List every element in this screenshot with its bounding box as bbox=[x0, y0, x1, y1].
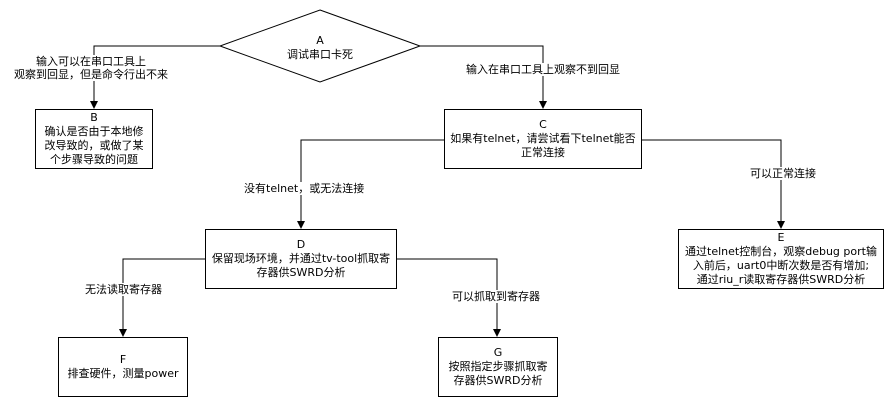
edge-d-to-g bbox=[397, 258, 501, 337]
node-e-line-1: 通过telnet控制台，观察debug port输 bbox=[685, 245, 877, 258]
node-a-text: 调试串口卡死 bbox=[287, 48, 353, 61]
node-e: E 通过telnet控制台，观察debug port输 入前后，uart0中断次… bbox=[678, 229, 884, 289]
node-e-line-2: 入前后，uart0中断次数是否有增加; bbox=[692, 259, 870, 272]
edge-label-d-f: 无法读取寄存器 bbox=[85, 283, 162, 296]
edge-label-a-c: 输入在串口工具上观察不到回显 bbox=[466, 63, 620, 76]
edge-d-to-f bbox=[119, 258, 205, 337]
node-f-text: 排查硬件，测量power bbox=[67, 367, 179, 380]
node-c-line-2: 正常连接 bbox=[521, 146, 565, 159]
node-f: F 排查硬件，测量power bbox=[58, 337, 188, 397]
edge-c-to-d bbox=[297, 139, 444, 229]
node-c: C 如果有telnet，请尝试看下telnet能否 正常连接 bbox=[444, 109, 642, 169]
node-c-id: C bbox=[539, 118, 547, 131]
node-b-line-3: 个步骤导致的问题 bbox=[50, 153, 138, 166]
node-b-id: B bbox=[90, 111, 98, 124]
edge-a-to-b bbox=[90, 45, 220, 109]
node-d: D 保留现场环境，并通过tv-tool抓取寄 存器供SWRD分析 bbox=[205, 229, 397, 289]
edge-label-a-b: 输入可以在串口工具上 观察到回显，但是命令行出不来 bbox=[14, 55, 168, 81]
edge-label-d-g: 可以抓取到寄存器 bbox=[452, 290, 540, 303]
node-b-line-2: 改导致的，或做了某 bbox=[44, 139, 144, 152]
decision-diamond-a bbox=[218, 9, 422, 83]
node-e-id: E bbox=[777, 231, 785, 244]
node-b: B 确认是否由于本地修 改导致的，或做了某 个步骤导致的问题 bbox=[35, 109, 153, 169]
node-g: G 按照指定步骤抓取寄 存器供SWRD分析 bbox=[438, 337, 558, 397]
node-f-id: F bbox=[119, 353, 127, 366]
node-a-id: A bbox=[316, 34, 324, 47]
edge-a-to-c bbox=[420, 45, 547, 109]
node-d-line-1: 保留现场环境，并通过tv-tool抓取寄 bbox=[211, 252, 391, 265]
node-d-line-2: 存器供SWRD分析 bbox=[256, 266, 346, 279]
node-e-line-3: 通过riu_r读取寄存器供SWRD分析 bbox=[696, 273, 866, 286]
edge-label-c-d: 没有telnet，或无法连接 bbox=[244, 182, 365, 195]
node-b-line-1: 确认是否由于本地修 bbox=[44, 125, 144, 138]
node-g-line-2: 存器供SWRD分析 bbox=[453, 374, 543, 387]
edge-c-to-e bbox=[642, 139, 785, 229]
edge-label-a-b-line-2: 观察到回显，但是命令行出不来 bbox=[14, 68, 168, 81]
node-a: A 调试串口卡死 bbox=[260, 34, 380, 62]
node-d-id: D bbox=[296, 238, 306, 251]
node-g-line-1: 按照指定步骤抓取寄 bbox=[448, 360, 548, 373]
edge-label-c-e: 可以正常连接 bbox=[750, 167, 816, 180]
edge-label-a-b-line-1: 输入可以在串口工具上 bbox=[36, 55, 146, 68]
node-g-id: G bbox=[493, 346, 503, 359]
node-c-line-1: 如果有telnet，请尝试看下telnet能否 bbox=[450, 132, 636, 145]
